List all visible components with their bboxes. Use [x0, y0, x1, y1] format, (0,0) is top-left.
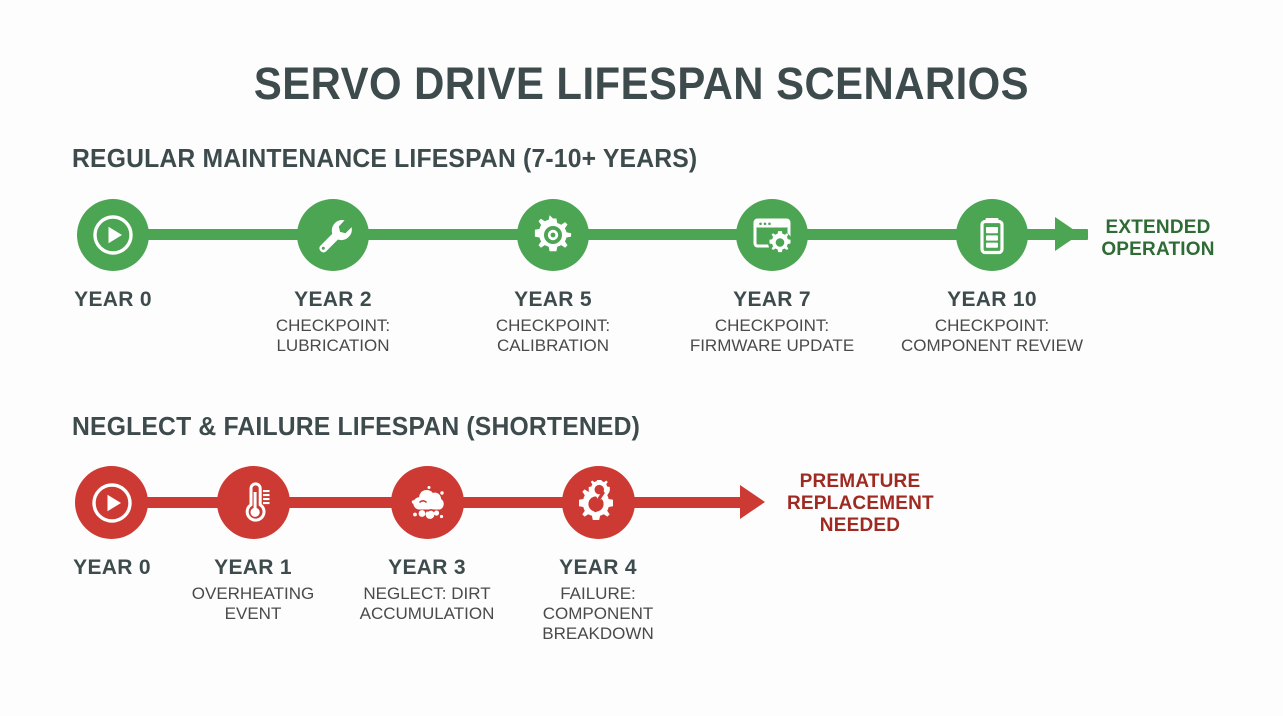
label-neglect-year-0: YEAR 0 [73, 556, 151, 584]
node-maintenance-year-7[interactable] [736, 199, 808, 271]
page-title: SERVO DRIVE LIFESPAN SCENARIOS [253, 58, 1030, 109]
label-neglect-year-4: YEAR 4 FAILURE: COMPONENT BREAKDOWN [542, 556, 653, 644]
label-neglect-year-1: YEAR 1 OVERHEATING EVENT [192, 556, 314, 624]
section-header-neglect: NEGLECT & FAILURE LIFESPAN (SHORTENED) [72, 411, 641, 441]
outcome-maintenance: EXTENDED OPERATION [1093, 217, 1223, 261]
year-desc: FAILURE: COMPONENT BREAKDOWN [542, 584, 654, 643]
thermometer-icon [232, 481, 276, 525]
year-desc: CHECKPOINT: LUBRICATION [275, 316, 391, 355]
node-maintenance-year-5[interactable] [517, 199, 589, 271]
label-maintenance-year-10: YEAR 10 CHECKPOINT: COMPONENT REVIEW [901, 288, 1083, 356]
node-neglect-year-0[interactable] [75, 466, 148, 539]
node-maintenance-year-0[interactable] [77, 199, 149, 271]
dust-cloud-icon [405, 480, 451, 526]
year-label: YEAR 3 [388, 556, 466, 579]
year-label: YEAR 7 [733, 288, 811, 311]
year-desc: NEGLECT: DIRT ACCUMULATION [359, 584, 495, 623]
section-header-maintenance: REGULAR MAINTENANCE LIFESPAN (7-10+ YEAR… [72, 143, 698, 173]
label-maintenance-year-0: YEAR 0 [74, 288, 152, 316]
outcome-maintenance-line2: OPERATION [1101, 239, 1215, 260]
label-neglect-year-3: YEAR 3 NEGLECT: DIRT ACCUMULATION [360, 556, 495, 624]
outcome-neglect-line3: NEEDED [819, 515, 901, 536]
node-maintenance-year-2[interactable] [297, 199, 369, 271]
year-label: YEAR 4 [559, 556, 637, 579]
timeline-track-maintenance [113, 229, 1088, 240]
arrowhead-neglect [740, 485, 765, 519]
node-neglect-year-1[interactable] [217, 466, 290, 539]
year-desc: CHECKPOINT: COMPONENT REVIEW [901, 316, 1083, 355]
battery-icon [971, 214, 1013, 256]
year-label: YEAR 0 [74, 288, 152, 311]
node-neglect-year-4[interactable] [562, 466, 635, 539]
label-maintenance-year-5: YEAR 5 CHECKPOINT: CALIBRATION [496, 288, 610, 356]
year-label: YEAR 10 [947, 288, 1037, 311]
node-neglect-year-3[interactable] [391, 466, 464, 539]
broken-gear-icon [576, 479, 622, 526]
label-maintenance-year-2: YEAR 2 CHECKPOINT: LUBRICATION [276, 288, 390, 356]
outcome-neglect-line2: REPLACEMENT [787, 493, 934, 514]
year-desc: OVERHEATING EVENT [191, 584, 315, 623]
year-label: YEAR 5 [514, 288, 592, 311]
wrench-icon [311, 213, 355, 257]
label-maintenance-year-7: YEAR 7 CHECKPOINT: FIRMWARE UPDATE [690, 288, 854, 356]
year-label: YEAR 0 [73, 556, 151, 579]
year-desc: CHECKPOINT: CALIBRATION [495, 316, 611, 355]
year-desc: CHECKPOINT: FIRMWARE UPDATE [689, 316, 855, 355]
gear-icon [530, 212, 576, 258]
year-label: YEAR 2 [294, 288, 372, 311]
year-label: YEAR 1 [214, 556, 292, 579]
browser-gear-icon [750, 213, 794, 257]
play-circle-icon [92, 214, 134, 256]
node-maintenance-year-10[interactable] [956, 199, 1028, 271]
outcome-neglect-line1: PREMATURE [799, 471, 921, 492]
play-circle-icon [91, 482, 133, 524]
outcome-neglect: PREMATURE REPLACEMENT NEEDED [787, 471, 934, 537]
arrowhead-maintenance [1055, 217, 1080, 251]
outcome-maintenance-line1: EXTENDED [1105, 217, 1211, 238]
